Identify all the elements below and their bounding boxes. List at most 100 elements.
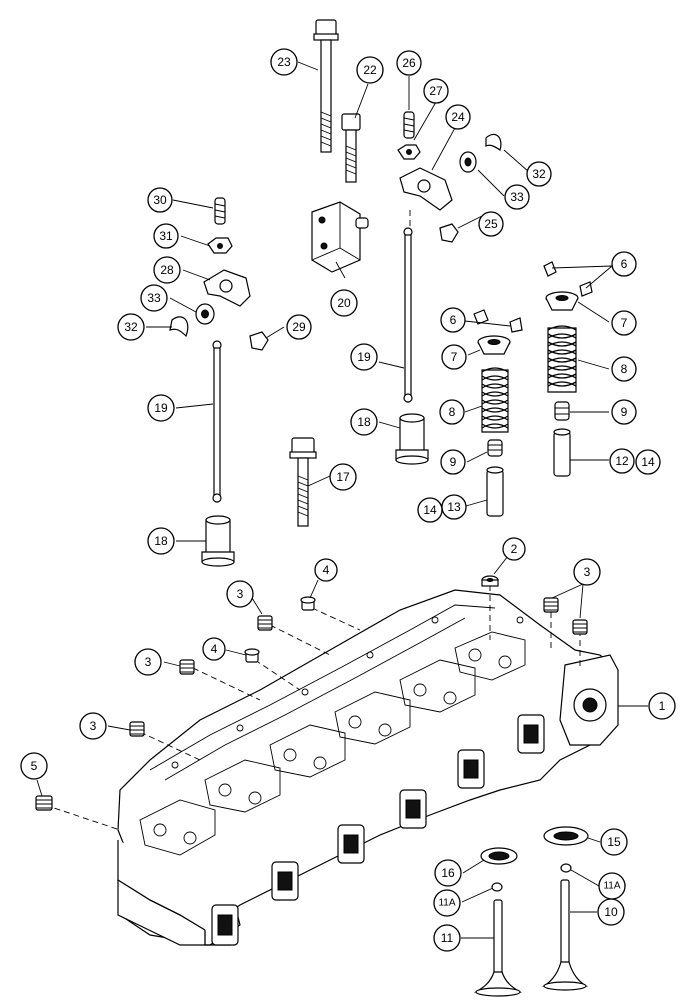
callout-22: 22 [356,56,384,84]
callout-26: 26 [396,50,422,76]
callout-23: 23 [270,48,298,76]
seat-16 [480,847,518,865]
leader-lines [36,61,648,939]
bolt-22 [341,113,361,183]
plug-3a [257,615,273,631]
svg-text:11A: 11A [603,881,620,892]
svg-text:18: 18 [357,415,371,429]
callout-11: 11 [433,924,461,952]
guide-13 [486,466,504,517]
alignment-lines [44,210,581,831]
screw-26 [403,111,415,139]
svg-text:27: 27 [429,84,443,98]
svg-text:1: 1 [659,699,666,713]
callout-16: 16 [434,859,462,887]
callout-18b: 18 [350,408,378,436]
svg-text:4: 4 [323,563,330,577]
svg-text:10: 10 [604,905,618,919]
callout-2: 2 [502,537,526,561]
screw-30 [214,197,226,225]
callout-24: 24 [445,104,471,130]
callout-8a: 8 [611,356,637,382]
svg-text:19: 19 [154,401,168,415]
svg-text:31: 31 [159,229,173,243]
callout-14b: 14 [417,497,443,523]
callouts: 1 2 3 3 3 3 4 4 5 6 6 7 7 8 8 9 9 10 11 … [20,48,676,952]
callout-20: 20 [330,289,358,317]
plug-3e [572,619,588,635]
callout-7b: 7 [441,344,467,370]
callout-1: 1 [648,692,676,720]
callout-3d: 3 [573,558,601,586]
keeper-6a [473,309,489,325]
spring-8b [547,325,577,393]
callout-18a: 18 [147,527,175,555]
plug-4b [244,648,260,663]
svg-text:33: 33 [147,291,161,305]
svg-text:6: 6 [621,257,628,271]
svg-text:32: 32 [124,320,138,334]
callout-29: 29 [286,314,312,340]
svg-text:15: 15 [607,835,621,849]
valve-10 [542,879,588,991]
callout-9b: 9 [440,449,466,475]
callout-6b: 6 [440,307,466,333]
svg-text:33: 33 [510,190,524,204]
bolt-23 [313,19,339,153]
seal-9b [554,401,570,421]
rocker-arm-24 [399,167,453,211]
svg-text:22: 22 [363,63,377,77]
keeper-11A-b [560,863,572,873]
nut-31 [207,237,233,254]
clip-32b [485,133,502,151]
svg-text:11: 11 [441,931,454,945]
retainer-7b [545,291,579,311]
callout-19a: 19 [147,394,175,422]
bracket-20 [311,201,369,273]
callout-14a: 14 [635,449,661,475]
svg-text:19: 19 [357,350,371,364]
svg-text:2: 2 [511,542,518,556]
svg-text:13: 13 [447,500,461,514]
svg-text:17: 17 [336,470,350,484]
callout-8b: 8 [439,399,465,425]
keeper-11A-a [491,882,503,892]
callout-11A-b: 11A [598,872,626,900]
svg-text:3: 3 [90,719,97,733]
nut-27 [397,144,421,160]
tappet-18a [201,515,235,567]
svg-text:7: 7 [451,350,458,364]
svg-text:28: 28 [160,263,174,277]
rocker-arm-28 [203,269,251,307]
valve-11 [474,899,522,997]
callout-32a: 32 [117,313,145,341]
callout-28: 28 [153,256,181,284]
svg-text:5: 5 [31,759,38,773]
callout-33a: 33 [140,284,168,312]
callout-3b: 3 [134,648,162,676]
callout-15: 15 [600,828,628,856]
svg-text:29: 29 [292,320,306,334]
callout-5: 5 [20,752,48,780]
callout-7a: 7 [611,310,637,336]
tappet-18b [395,413,429,465]
spring-8a [481,367,509,433]
parts [35,19,593,997]
keeper-6b [509,317,523,333]
svg-text:14: 14 [641,455,655,469]
pushrod-19b [403,227,413,403]
svg-text:8: 8 [621,362,628,376]
callout-25: 25 [478,211,504,237]
callout-13: 13 [441,494,467,520]
svg-text:18: 18 [154,534,168,548]
keeper-6c [543,261,557,277]
svg-text:6: 6 [450,313,457,327]
svg-text:24: 24 [451,110,465,124]
svg-text:16: 16 [441,866,455,880]
callout-33b: 33 [504,184,530,210]
seal-9a [487,439,503,457]
callout-17: 17 [329,463,357,491]
socket-25 [439,223,459,243]
plug-2 [481,575,499,587]
